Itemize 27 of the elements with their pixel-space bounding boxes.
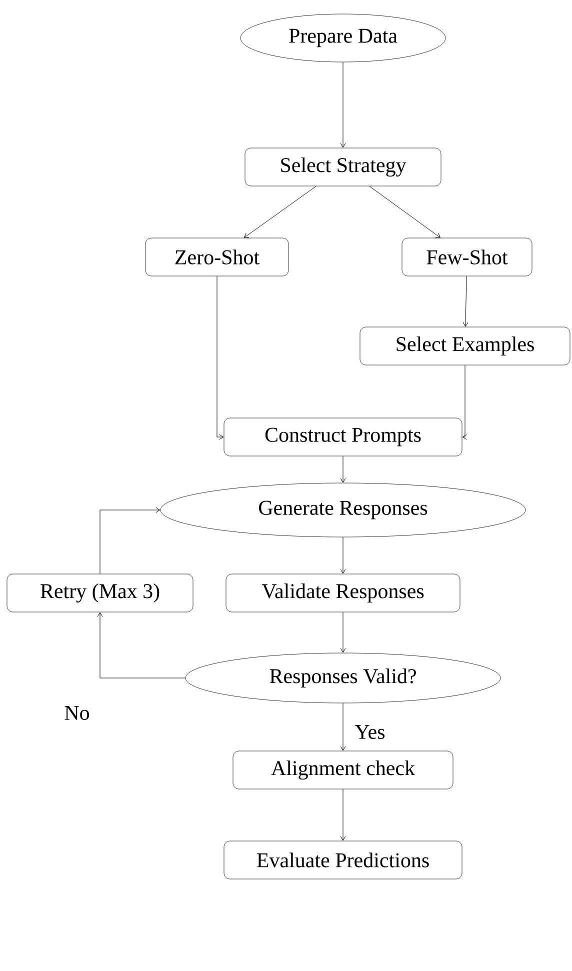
process-box: Validate Responses [226, 574, 460, 612]
process-box: Alignment check [232, 750, 454, 790]
process-box: Select Examples [360, 326, 570, 366]
ellipse-node: Generate Responses [160, 482, 526, 538]
arrow [340, 456, 346, 483]
arrow [340, 62, 346, 148]
ellipse-node: Prepare Data [240, 14, 446, 62]
arrow [97, 612, 186, 678]
arrow [216, 276, 224, 440]
arrow [340, 702, 346, 751]
arrow [100, 507, 160, 574]
process-box: Few-Shot [402, 238, 532, 276]
arrow [244, 186, 316, 238]
process-box: Zero-Shot [145, 238, 289, 276]
process-box: Evaluate Predictions [224, 840, 462, 880]
arrow [340, 788, 346, 841]
process-box: Select Strategy [244, 148, 442, 186]
arrow [462, 276, 468, 327]
arrow [340, 536, 346, 574]
process-box: Construct Prompts [224, 418, 462, 456]
ellipse-node: Responses Valid? [185, 652, 501, 704]
process-box: Retry (Max 3) [6, 574, 194, 612]
arrow [340, 612, 346, 653]
edge-label: No [63, 705, 91, 721]
edge-label: Yes [354, 724, 386, 740]
arrow [369, 186, 440, 238]
arrow [462, 364, 467, 440]
